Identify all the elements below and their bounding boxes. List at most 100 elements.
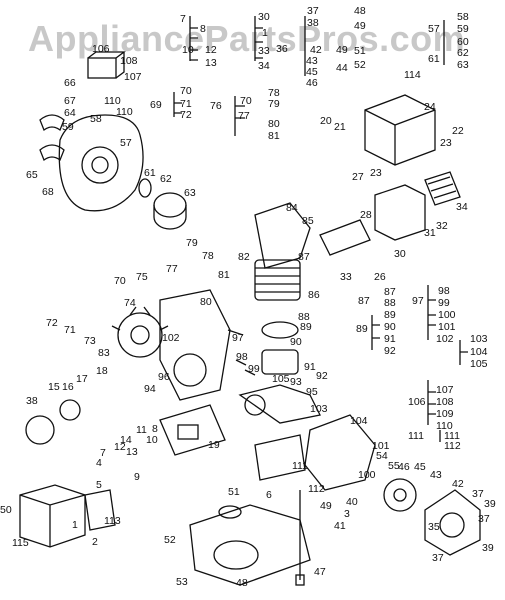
- group-89-item: 90: [384, 321, 396, 333]
- callout-label: 114: [404, 69, 421, 81]
- callout-label: 101: [372, 440, 390, 452]
- group-57-item: 63: [457, 59, 469, 71]
- callout-label: 9: [134, 471, 140, 483]
- callout-label: 63: [184, 187, 196, 199]
- group-30-head: 30: [258, 11, 270, 23]
- callout-label: 74: [124, 297, 136, 309]
- group-76-item: 70: [240, 95, 252, 107]
- callout-label: 79: [186, 237, 198, 249]
- callout-label: 10: [146, 434, 158, 446]
- callout-label: 85: [302, 215, 314, 227]
- callout-label: 50: [0, 504, 12, 516]
- group-69-item: 70: [180, 85, 192, 97]
- callout-label: 113: [104, 515, 121, 527]
- part-115-shape: [19, 484, 86, 548]
- callout-label: 70: [114, 275, 126, 287]
- group-97-item: 102: [436, 333, 454, 345]
- callout-label: 92: [316, 370, 328, 382]
- callout-label: 35: [428, 521, 440, 533]
- part-100-shape: [304, 414, 376, 491]
- group-60-head: 61: [428, 53, 440, 65]
- callout-label: 4: [96, 457, 102, 469]
- callout-label: 62: [160, 173, 172, 185]
- part-33-shape: [319, 219, 371, 256]
- callout-label: 28: [360, 209, 372, 221]
- callout-label: 24: [424, 101, 436, 113]
- part-61-shape: [138, 178, 152, 198]
- part-30-shape: [374, 184, 426, 241]
- callout-label: 67: [64, 95, 76, 107]
- callout-label: 47: [314, 566, 326, 578]
- group-7-head: 7: [180, 13, 186, 25]
- callout-label: 53: [176, 576, 188, 588]
- part-57-shape: [58, 114, 144, 212]
- callout-label: 34: [456, 201, 468, 213]
- callout-label: 15: [48, 381, 60, 393]
- group-57-item: 59: [457, 23, 469, 35]
- callout-label: 11: [136, 424, 147, 436]
- part-48-shape: [189, 504, 311, 586]
- callout-label: 6: [266, 489, 272, 501]
- callout-label: 88: [298, 311, 310, 323]
- group-97-item: 101: [438, 321, 456, 333]
- callout-label: 39: [484, 498, 496, 510]
- group-30-item: 34: [258, 60, 270, 72]
- callout-label: 102: [162, 332, 180, 344]
- callout-label: 94: [144, 383, 156, 395]
- group-69-head: 69: [150, 99, 162, 111]
- group-106-item: 110: [436, 420, 453, 432]
- part-82-shape: [254, 259, 301, 301]
- group-106-item: 108: [436, 396, 454, 408]
- callout-label: 64: [64, 107, 76, 119]
- callout-label: 55: [388, 460, 400, 472]
- group-76-item: 78: [268, 87, 280, 99]
- group-36-item: 44: [336, 62, 348, 74]
- group-36-item: 49: [336, 44, 348, 56]
- callout-label: 86: [308, 289, 320, 301]
- group-76-item: 77: [238, 110, 250, 122]
- callout-label: 37: [472, 488, 484, 500]
- group-111-item: 112: [444, 440, 461, 452]
- part-83-shape: [117, 312, 163, 358]
- callout-label: 75: [136, 271, 148, 283]
- group-30-item: 33: [258, 45, 270, 57]
- callout-label: 108: [120, 55, 138, 67]
- callout-label: 26: [374, 271, 386, 283]
- callout-label: 16: [62, 381, 74, 393]
- callout-label: 46: [398, 461, 410, 473]
- part-84-shape: [254, 202, 311, 269]
- part-103-shape: [238, 384, 321, 424]
- group-89-head: 89: [356, 323, 368, 335]
- callout-label: 93: [290, 376, 302, 388]
- callout-label: 38: [26, 395, 38, 407]
- group-97-item: 104: [470, 346, 488, 358]
- callout-label: 54: [376, 450, 388, 462]
- group-87-head: 87: [358, 295, 370, 307]
- callout-label: 39: [482, 542, 494, 554]
- callout-label: 87: [298, 251, 310, 263]
- group-97-item: 103: [470, 333, 488, 345]
- part-88-shape: [261, 321, 299, 339]
- group-49-item: 49: [354, 20, 366, 32]
- callout-label: 48: [236, 577, 248, 589]
- callout-label: 17: [76, 373, 88, 385]
- callout-label: 32: [436, 220, 448, 232]
- group-97-item: 105: [470, 358, 488, 370]
- group-76-item: 79: [268, 98, 280, 110]
- callout-label: 68: [42, 186, 54, 198]
- callout-label: 41: [334, 520, 346, 532]
- callout-label: 40: [346, 496, 358, 508]
- callout-label: 57: [120, 137, 132, 149]
- callout-label: 100: [358, 469, 376, 481]
- callout-label: 20: [320, 115, 332, 127]
- callout-label: 61: [144, 167, 156, 179]
- group-97-item: 98: [438, 285, 450, 297]
- part-59-shape: [39, 114, 65, 132]
- callout-label: 23: [370, 167, 382, 179]
- callout-label: 52: [164, 534, 176, 546]
- part-113-shape: [84, 489, 116, 531]
- callout-label: 27: [352, 171, 364, 183]
- callout-label: 30: [394, 248, 406, 260]
- part-106-shape: [87, 57, 117, 79]
- callout-label: 110: [104, 95, 121, 107]
